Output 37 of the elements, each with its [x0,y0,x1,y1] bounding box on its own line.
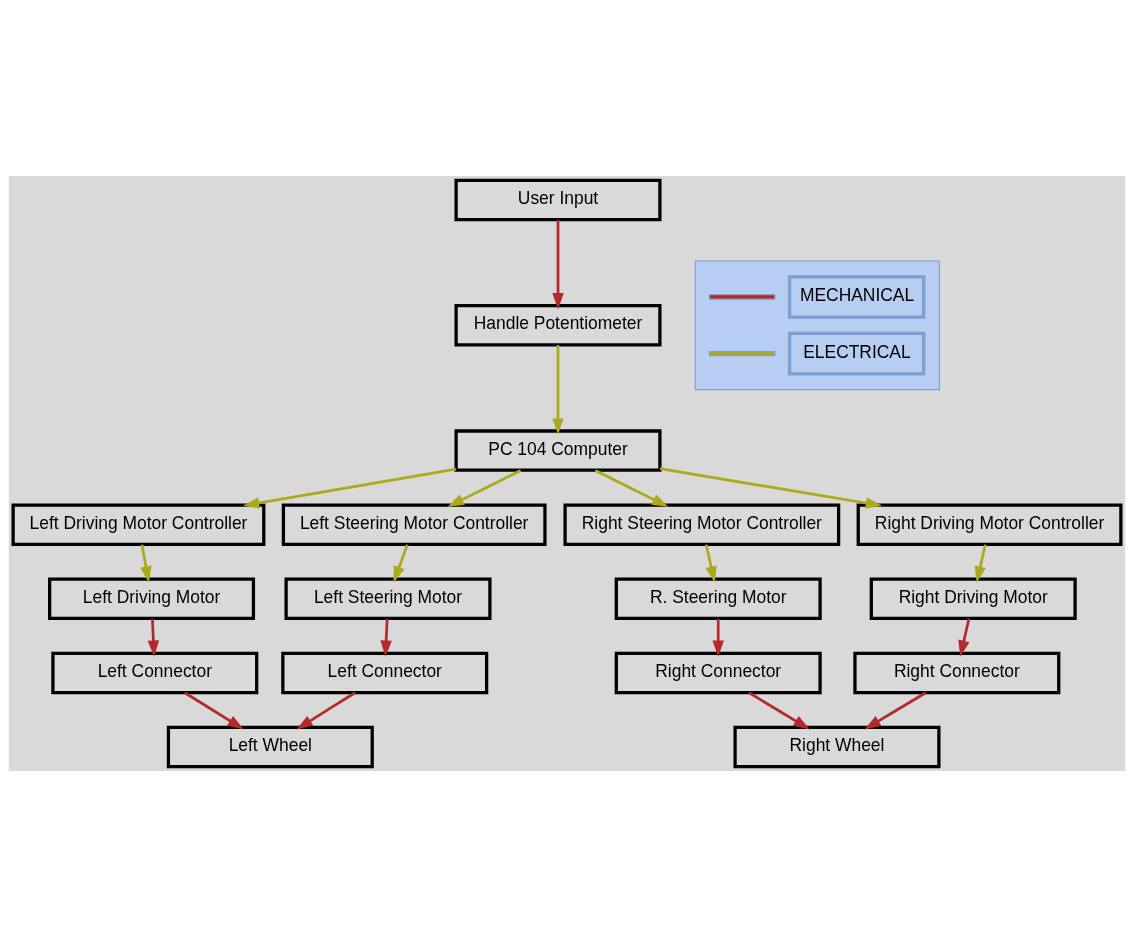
legend-label: MECHANICAL [799,285,915,306]
arrow [184,691,244,730]
arrow [704,544,717,583]
node-box: PC 104 Computer [454,429,662,472]
arrow [974,544,987,583]
node-box: Left Connector [281,651,489,695]
node-box: Right Connector [614,651,822,695]
node-box: Right Driving Motor Controller [856,503,1123,546]
node-box: User Input [454,178,662,222]
node-box: R. Steering Motor [614,577,822,621]
arrow [147,618,160,657]
arrow [958,618,971,657]
arrow [296,691,356,730]
legend-label: ELECTRICAL [803,341,911,362]
node-box: Right Wheel [733,725,941,769]
node-box: Left Wheel [166,725,374,769]
arrow [552,345,564,435]
node-box: Left Driving Motor [48,577,256,621]
arrow [594,469,669,507]
arrow [748,691,810,730]
arrow [659,467,883,509]
node-box: Handle Potentiometer [454,304,662,347]
arrow [864,691,927,730]
arrow [380,618,392,657]
node-box: Right Driving Motor [869,577,1077,621]
arrow [712,618,724,657]
node-box: Left Steering Motor Controller [281,503,547,546]
arrow [393,544,409,583]
node-box: Right Steering Motor Controller [563,503,841,546]
arrow [242,467,457,509]
node-box: Left Driving Motor Controller [11,503,266,546]
node-box: Left Steering Motor [284,577,492,621]
arrow [140,544,152,583]
node-box: Right Connector [853,651,1061,695]
node-box: Left Connector [51,651,259,695]
arrow [552,219,564,310]
arrow [447,469,522,507]
